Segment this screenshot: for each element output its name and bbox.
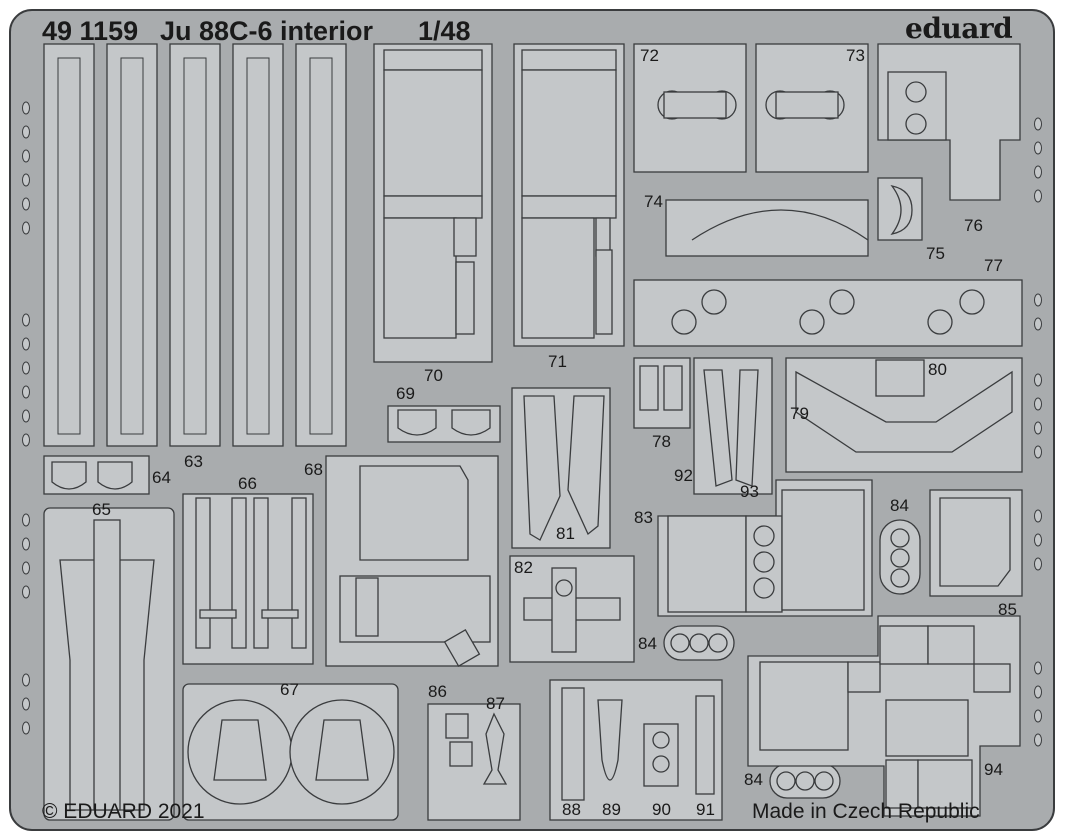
- part-80: [875, 359, 925, 397]
- part-86-87: [427, 703, 521, 821]
- label-92: 92: [674, 466, 693, 485]
- label-82: 82: [514, 558, 533, 577]
- label-88: 88: [562, 800, 581, 819]
- part-64: [43, 455, 150, 495]
- part-94: [747, 615, 1021, 817]
- label-84-a: 84: [890, 496, 909, 515]
- part-68: [325, 455, 499, 668]
- label-84-c: 84: [744, 770, 763, 789]
- label-63: 63: [184, 452, 203, 471]
- label-77: 77: [984, 256, 1003, 275]
- copyright: © EDUARD 2021: [42, 800, 205, 823]
- part-77: [633, 279, 1023, 347]
- part-75: [877, 177, 923, 241]
- label-70: 70: [424, 366, 443, 385]
- country-of-origin: Made in Czech Republic: [752, 800, 980, 823]
- part-82: [509, 555, 635, 663]
- label-68: 68: [304, 460, 323, 479]
- fret-title: Ju 88C-6 interior: [160, 16, 374, 46]
- label-93: 93: [740, 482, 759, 501]
- label-74: 74: [644, 192, 663, 211]
- label-84-b: 84: [638, 634, 657, 653]
- label-76: 76: [964, 216, 983, 235]
- label-79: 79: [790, 404, 809, 423]
- part-78: [633, 357, 691, 429]
- part-83: [657, 479, 873, 617]
- label-73: 73: [846, 46, 865, 65]
- fret-scale: 1/48: [418, 16, 471, 46]
- part-88-91: [549, 679, 723, 821]
- brand-logo: eduard: [905, 12, 1013, 45]
- part-66: [182, 493, 314, 665]
- label-65: 65: [92, 500, 111, 519]
- part-63-belts: [43, 43, 347, 447]
- label-90: 90: [652, 800, 671, 819]
- part-85: [929, 489, 1023, 597]
- label-80: 80: [928, 360, 947, 379]
- part-69: [387, 405, 501, 443]
- part-84: [663, 519, 921, 799]
- label-94: 94: [984, 760, 1003, 779]
- label-91: 91: [696, 800, 715, 819]
- label-85: 85: [998, 600, 1017, 619]
- label-83: 83: [634, 508, 653, 527]
- label-75: 75: [926, 244, 945, 263]
- label-89: 89: [602, 800, 621, 819]
- part-71: [513, 43, 625, 347]
- label-66: 66: [238, 474, 257, 493]
- side-drops: [22, 101, 1042, 747]
- part-67: [182, 683, 399, 821]
- label-81: 81: [556, 524, 575, 543]
- label-67: 67: [280, 680, 299, 699]
- label-69: 69: [396, 384, 415, 403]
- part-76: [877, 43, 1021, 201]
- part-74: [665, 199, 869, 257]
- part-73: [755, 43, 869, 173]
- label-78: 78: [652, 432, 671, 451]
- part-65: [43, 507, 175, 821]
- label-71: 71: [548, 352, 567, 371]
- label-64: 64: [152, 468, 171, 487]
- part-92-93: [693, 357, 773, 495]
- label-72: 72: [640, 46, 659, 65]
- label-87: 87: [486, 694, 505, 713]
- part-70: [373, 43, 493, 363]
- part-72: [633, 43, 747, 173]
- label-86: 86: [428, 682, 447, 701]
- catalog-number: 49 1159: [42, 16, 139, 46]
- part-81: [511, 387, 611, 549]
